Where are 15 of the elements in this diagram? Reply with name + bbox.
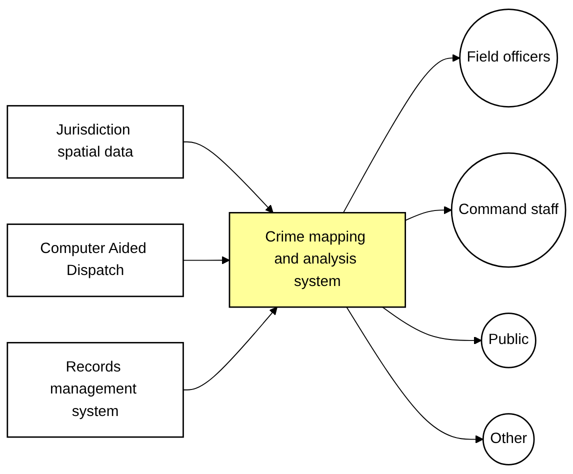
node-circle: Field officers [459, 8, 558, 108]
arrow [382, 306, 482, 345]
node-box: Records management system [6, 342, 184, 438]
arrow [342, 54, 460, 214]
arrow [404, 206, 452, 221]
node-circle: Other [482, 413, 535, 466]
arrow [182, 306, 278, 390]
node-box: Crime mapping and analysis system [228, 212, 406, 308]
node-box: Computer Aided Dispatch [6, 224, 184, 298]
arrow [182, 256, 230, 264]
node-circle: Public [480, 312, 536, 368]
arrow [346, 306, 484, 444]
node-circle: Command staff [450, 152, 566, 268]
node-box: Jurisdiction spatial data [6, 105, 184, 179]
arrow [182, 141, 274, 214]
